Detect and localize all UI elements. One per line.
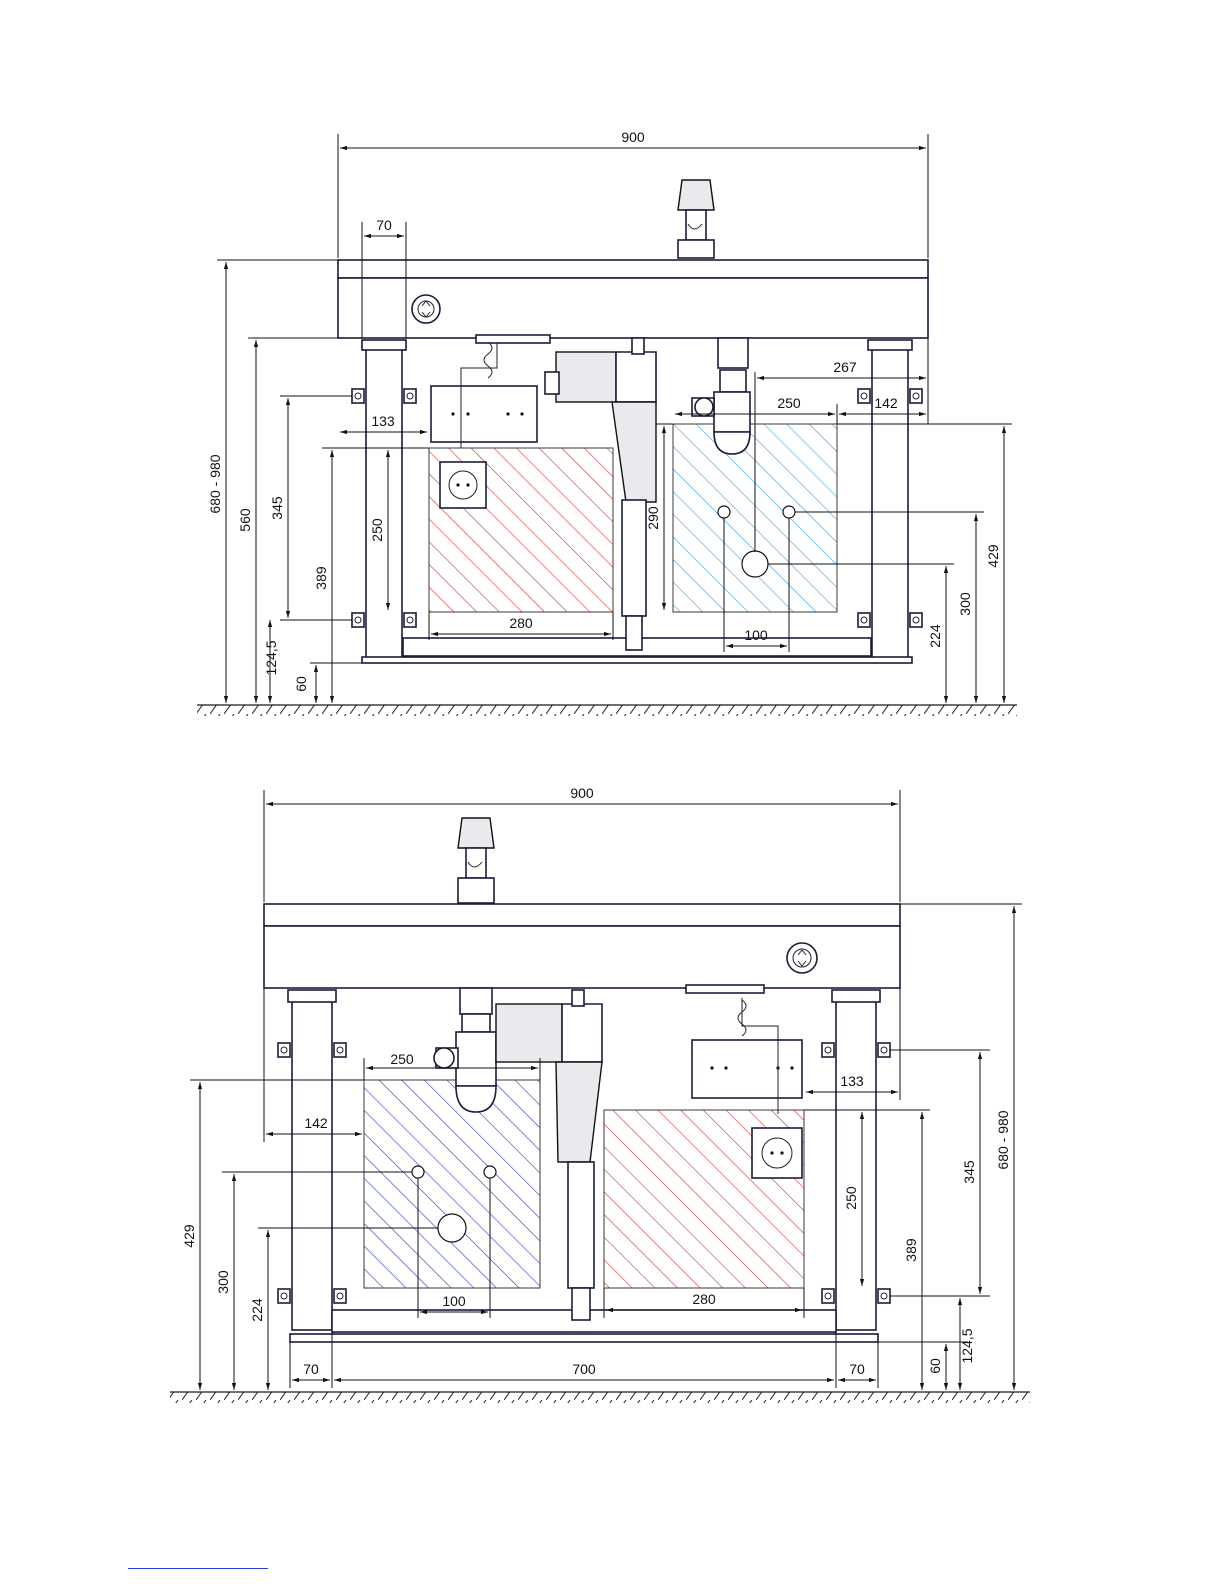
dim-height-560: 560 (237, 508, 253, 532)
dim-mount-124: 124,5 (263, 640, 279, 675)
dim-leg-left-70: 70 (303, 1361, 319, 1377)
dim-height-345: 345 (961, 1160, 977, 1184)
floor-top (197, 705, 1017, 716)
dim-height-range: 680 - 980 (207, 454, 223, 513)
dim-drain-267: 267 (833, 359, 857, 375)
dim-base-60: 60 (293, 676, 309, 692)
bottom-view: 900 250 142 133 429 300 224 (170, 785, 1030, 1403)
dim-zone-250-horizontal: 250 (777, 395, 801, 411)
dim-height-224: 224 (249, 1298, 265, 1322)
water-inlet-hole-icon (412, 1166, 424, 1178)
overflow-button-icon (412, 295, 440, 323)
dim-width: 900 (570, 785, 594, 801)
socket-icon (752, 1128, 802, 1178)
dim-mount-124: 124,5 (959, 1328, 975, 1363)
water-zone-bottom (364, 1080, 540, 1288)
dim-height-429: 429 (181, 1224, 197, 1248)
dim-span-700: 700 (572, 1361, 596, 1377)
dim-height-range: 680 - 980 (995, 1110, 1011, 1169)
faucet-bottom (458, 818, 494, 903)
dim-zone-250-horizontal: 250 (390, 1051, 414, 1067)
dim-zone-250-vertical: 250 (843, 1186, 859, 1210)
drain-hole-icon (742, 551, 768, 577)
floor-bottom (170, 1392, 1030, 1403)
dim-socket-offset: 133 (840, 1073, 864, 1089)
dim-height-300: 300 (215, 1270, 231, 1294)
water-inlet-hole-icon (718, 506, 730, 518)
dim-width: 900 (621, 129, 645, 145)
faucet-top (678, 180, 714, 258)
dim-socket-offset: 133 (371, 413, 395, 429)
dim-zone-height-389: 389 (313, 566, 329, 590)
dim-zone-280: 280 (509, 615, 533, 631)
dim-leg-right-70: 70 (849, 1361, 865, 1377)
dim-height-224: 224 (927, 624, 943, 648)
dim-leg-gap: 70 (376, 217, 392, 233)
dim-zone-280: 280 (692, 1291, 716, 1307)
top-view: 900 70 680 - 980 560 345 124,5 (197, 129, 1017, 716)
basin-top (338, 260, 928, 338)
dim-zone-height-389: 389 (903, 1238, 919, 1262)
dim-holes-100: 100 (744, 627, 768, 643)
drain-hole-icon (438, 1214, 466, 1242)
dim-zone-250-vertical: 250 (369, 518, 385, 542)
dim-zone-290: 290 (645, 506, 661, 530)
socket-icon (440, 462, 486, 508)
water-inlet-hole-icon (783, 506, 795, 518)
footer-rule (128, 1568, 268, 1569)
overflow-button-icon (787, 943, 817, 973)
dim-height-345: 345 (269, 496, 285, 520)
dim-height-300: 300 (957, 592, 973, 616)
water-inlet-hole-icon (484, 1166, 496, 1178)
dim-height-429: 429 (985, 544, 1001, 568)
basin-bottom (264, 904, 900, 988)
dim-holes-100: 100 (442, 1293, 466, 1309)
dim-offset-142: 142 (304, 1115, 328, 1131)
dim-offset-142: 142 (874, 395, 898, 411)
dim-base-60: 60 (927, 1358, 943, 1374)
